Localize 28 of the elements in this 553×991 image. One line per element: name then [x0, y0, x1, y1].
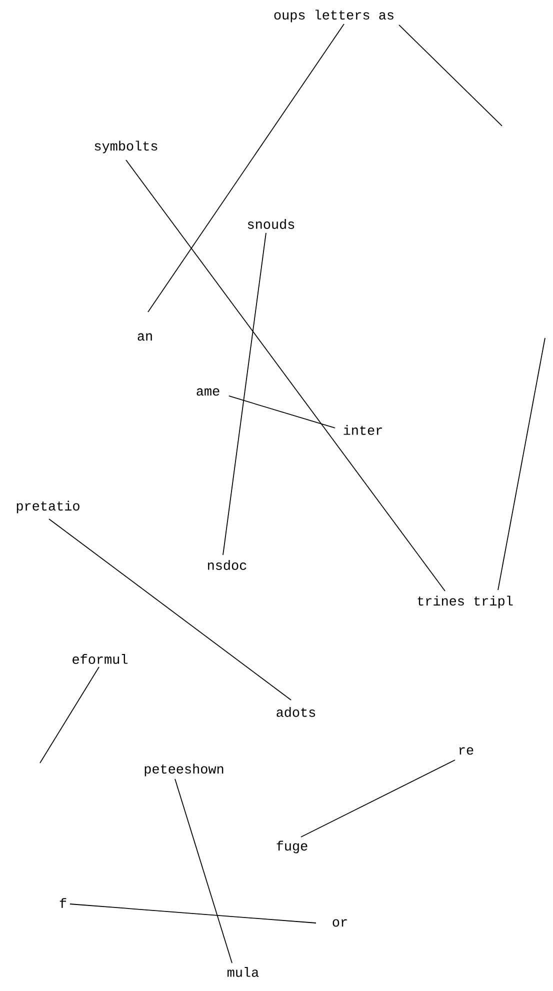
connector-line: [222, 232, 266, 556]
connector-line: [498, 338, 546, 590]
word-label: ame: [196, 388, 220, 396]
word-label: mula: [228, 967, 259, 977]
connector-line: [398, 24, 502, 126]
word-label: re: [460, 747, 474, 755]
word-label: or: [332, 919, 347, 927]
word-label: f: [60, 898, 66, 908]
word-label: an: [138, 333, 152, 341]
connector-line: [148, 24, 344, 312]
word-label: trines tripl: [418, 596, 513, 608]
connector-line: [126, 160, 446, 592]
connector-line: [48, 518, 292, 700]
connector-line: [174, 778, 232, 964]
word-label: fuge: [276, 840, 308, 854]
word-label: symbolts: [94, 140, 158, 154]
word-label: inter: [344, 425, 382, 435]
connector-line: [228, 396, 336, 428]
word-label: pretatio: [16, 500, 80, 514]
word-label: peteeshown: [144, 764, 224, 776]
word-label: oups letters as: [274, 10, 394, 22]
word-label: adots: [276, 707, 316, 717]
connector-line: [300, 760, 456, 838]
word-label: snouds: [248, 219, 294, 229]
word-label: nsdoc: [208, 560, 246, 570]
word-label: eformul: [72, 654, 128, 664]
connector-line: [40, 666, 100, 764]
connector-line: [70, 904, 316, 924]
